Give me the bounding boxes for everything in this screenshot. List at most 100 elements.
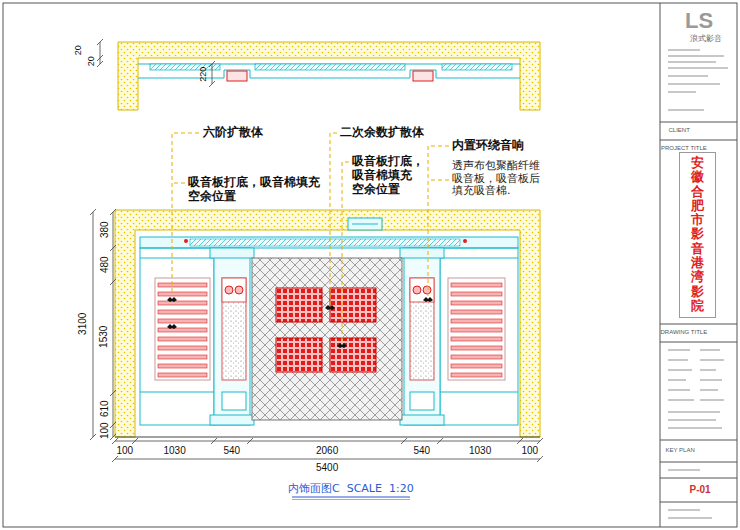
- title-block-fine-print: [668, 359, 688, 361]
- dimension: 100: [522, 445, 539, 457]
- diffuser: [252, 258, 402, 420]
- title-block-fine-print: [700, 389, 718, 391]
- title-block-fine-print: [668, 419, 716, 421]
- side-wall-panels: [140, 248, 518, 425]
- title-block-fine-print: [668, 55, 724, 57]
- dimension: 20: [73, 45, 83, 55]
- absorber-slat: [158, 310, 207, 314]
- absorber-slat: [451, 283, 502, 287]
- title-block-fine-print: [700, 399, 724, 401]
- dimension-line: [115, 459, 540, 460]
- pilaster: [410, 278, 434, 302]
- cornice: [352, 224, 378, 225]
- leader-line: [172, 183, 185, 184]
- absorber-slat: [158, 364, 207, 368]
- title-block-fine-print: [668, 75, 708, 77]
- title-block-fine-print: [700, 349, 720, 351]
- dimension-line: [93, 212, 94, 437]
- dimension: 3100: [77, 313, 89, 335]
- side-wall-panels: [155, 278, 210, 380]
- absorber-slat: [451, 319, 502, 323]
- pilaster: [222, 278, 246, 380]
- callout: 二次余数扩散体: [340, 126, 424, 140]
- dimension: 540: [414, 445, 431, 457]
- leader-marker: [167, 324, 177, 329]
- dimension: 1030: [469, 445, 491, 457]
- diffuser: [330, 288, 376, 322]
- dimension: 5400: [316, 462, 338, 474]
- elevation-walls: [115, 210, 540, 437]
- side-wall-panels: [140, 248, 214, 425]
- cornice: [190, 239, 460, 246]
- diffuser: [276, 338, 322, 372]
- leader-line: [330, 133, 337, 305]
- sheet-frame: [660, 122, 737, 123]
- leader-marker: [167, 297, 433, 348]
- field-name: CLIENT: [669, 127, 690, 134]
- absorber-slat: [158, 283, 207, 287]
- absorber-slat: [451, 310, 502, 314]
- dimension-line: [90, 209, 96, 440]
- dimension-line: [90, 209, 543, 462]
- title-block-fine-print: [668, 349, 690, 351]
- title-block-fine-print: [668, 509, 700, 511]
- pilaster: [423, 286, 431, 294]
- dimension: 610: [98, 400, 110, 417]
- dimension-line: [112, 456, 543, 462]
- pilaster: [210, 415, 254, 425]
- absorber-slat: [451, 328, 502, 332]
- sheet-number: P-01: [690, 484, 711, 496]
- sheet-frame: [660, 140, 737, 141]
- side-wall-panels: [440, 258, 518, 259]
- sheet-frame: [660, 324, 737, 325]
- logo: LS: [685, 8, 713, 33]
- field-name: PROJECT TITLE: [661, 145, 707, 152]
- absorber-slat: [158, 337, 207, 341]
- title-block-fine-print: [700, 369, 716, 371]
- pilaster: [214, 248, 250, 425]
- callout: 吸音板打底， 吸音棉填充 空余位置: [352, 155, 452, 196]
- dimension-line: [112, 438, 543, 444]
- callout: 六阶扩散体: [203, 126, 263, 140]
- ceiling-section: [100, 42, 101, 64]
- ceiling-section: [118, 42, 540, 110]
- ceiling-section: [212, 64, 213, 84]
- title-block-fine-print: [668, 469, 700, 471]
- dimension-line: [115, 441, 540, 442]
- absorber-slat: [158, 328, 207, 332]
- title-block-fine-print: [668, 49, 700, 51]
- pilaster: [210, 248, 254, 258]
- leader-line: [342, 162, 349, 343]
- pilaster: [400, 415, 444, 425]
- leader-marker: [423, 297, 433, 302]
- absorber-slat: [451, 364, 502, 368]
- absorber-slat: [451, 355, 502, 359]
- pilaster: [404, 248, 440, 425]
- absorber-slat: [158, 292, 207, 296]
- pilaster: [410, 392, 434, 410]
- note: 透声布包聚酯纤维 吸音板，吸音板后 填充吸音棉.: [452, 160, 572, 198]
- sheet-frame: [660, 342, 737, 343]
- field-name: KEY PLAN: [666, 447, 695, 454]
- elevation-walls: [115, 437, 540, 438]
- title-block-fine-print: [668, 91, 696, 93]
- dimension: 480: [98, 256, 110, 273]
- absorber-slat: [451, 373, 502, 377]
- title-block-fine-print: [668, 427, 722, 429]
- title-block-fine-print: [668, 399, 694, 401]
- caption: 内饰面图C SCALE 1:20: [288, 483, 414, 496]
- dimension: 380: [98, 221, 110, 238]
- logo-name: 浪式影音: [690, 34, 722, 43]
- caption-underline: [292, 497, 410, 498]
- leader-marker: [337, 343, 347, 348]
- title-block-fine-print: [668, 369, 692, 371]
- dimension: 1530: [98, 326, 110, 348]
- pilaster: [235, 286, 243, 294]
- sheet-frame: [660, 440, 737, 441]
- side-wall-panels: [140, 258, 214, 259]
- title-block-fine-print: [668, 109, 704, 111]
- ceiling-section: [442, 64, 512, 70]
- title-block-fine-print: [668, 379, 686, 381]
- title-block-fine-print: [668, 411, 720, 413]
- sheet-frame: [3, 3, 737, 527]
